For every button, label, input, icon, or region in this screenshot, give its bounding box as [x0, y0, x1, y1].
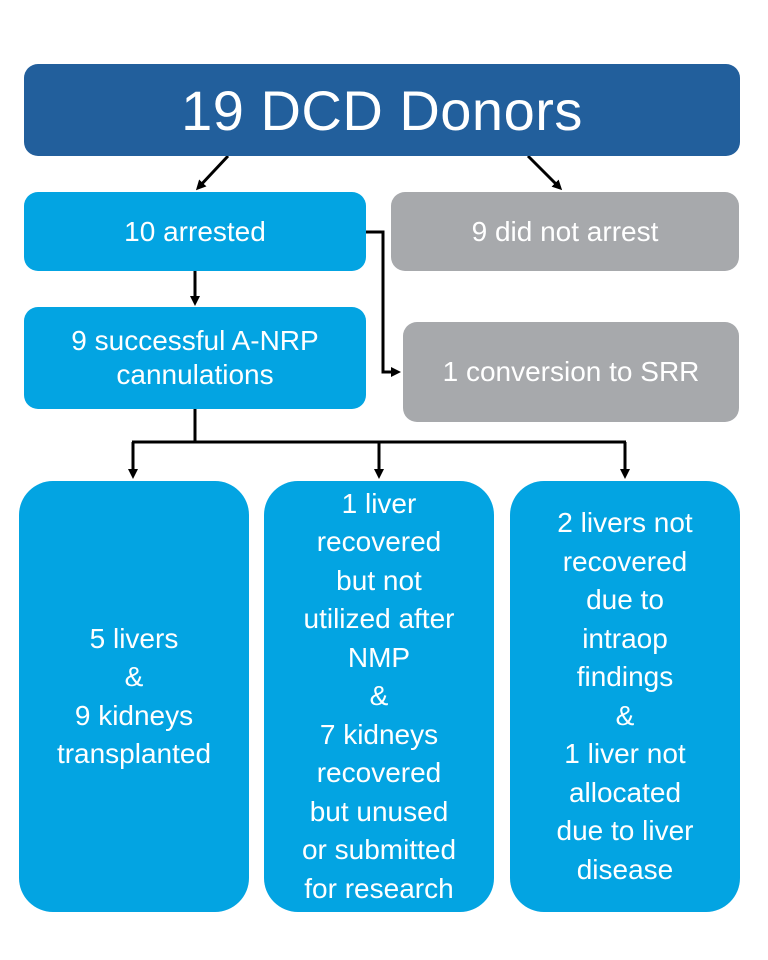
node-cannulations: 9 successful A-NRP cannulations: [24, 307, 366, 409]
arrow-root-to-arrested: [195, 154, 230, 191]
node-arrested: 10 arrested: [24, 192, 366, 271]
outcome-not-recovered: 2 livers not recovered due to intraop fi…: [510, 481, 740, 912]
outcome-not-utilized-label: 1 liver recovered but not utilized after…: [301, 487, 457, 904]
outcome-transplanted-label: 5 livers & 9 kidneys transplanted: [56, 622, 212, 770]
node-srr-conversion: 1 conversion to SRR: [403, 322, 739, 422]
outcome-transplanted: 5 livers & 9 kidneys transplanted: [19, 481, 249, 912]
did-not-arrest-label: 9 did not arrest: [471, 215, 659, 247]
root-node: 19 DCD Donors: [24, 64, 740, 156]
arrow-root-to-not-arrest: [526, 154, 563, 191]
outcome-not-utilized: 1 liver recovered but not utilized after…: [264, 481, 494, 912]
arrested-label: 10 arrested: [124, 215, 266, 247]
cannulations-label: 9 successful A-NRP cannulations: [71, 325, 319, 390]
outcome-not-recovered-label: 2 livers not recovered due to intraop fi…: [556, 507, 694, 885]
node-did-not-arrest: 9 did not arrest: [391, 192, 739, 271]
srr-conversion-label: 1 conversion to SRR: [442, 356, 700, 387]
root-label: 19 DCD Donors: [181, 78, 583, 142]
